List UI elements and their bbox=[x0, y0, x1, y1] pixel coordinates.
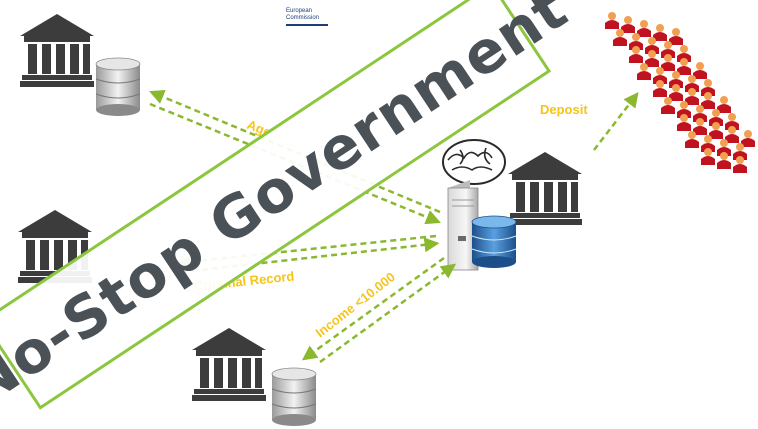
deposit-label: Deposit bbox=[540, 102, 588, 117]
person-icon bbox=[669, 28, 683, 45]
person-icon bbox=[605, 12, 619, 29]
person-icon bbox=[741, 130, 755, 147]
arrow-to-citizens bbox=[593, 92, 639, 151]
person-icon bbox=[653, 24, 667, 41]
crowd-icon bbox=[605, 12, 755, 173]
person-icon bbox=[637, 20, 651, 37]
european-commission-logo: European Commission bbox=[286, 8, 328, 26]
person-icon bbox=[621, 16, 635, 33]
arrow-bottom-building-to-server bbox=[319, 263, 457, 364]
arrow-server-to-bottom-building bbox=[301, 256, 445, 361]
bank-building-icon bbox=[20, 14, 94, 87]
person-icon bbox=[693, 62, 707, 79]
database-icon bbox=[271, 367, 317, 427]
database-icon bbox=[471, 215, 517, 268]
bank-building-icon bbox=[192, 328, 266, 401]
bank-building-icon bbox=[508, 152, 582, 225]
arrow-server-to-middle-building bbox=[178, 234, 437, 269]
person-icon bbox=[717, 96, 731, 113]
logo-line-2: Commission bbox=[286, 15, 320, 21]
logo-underline bbox=[286, 24, 328, 26]
database-icon bbox=[95, 57, 141, 117]
logo-line-1: European bbox=[286, 8, 313, 14]
brain-icon bbox=[442, 139, 506, 185]
income-label: Income <10.000 bbox=[313, 269, 398, 340]
